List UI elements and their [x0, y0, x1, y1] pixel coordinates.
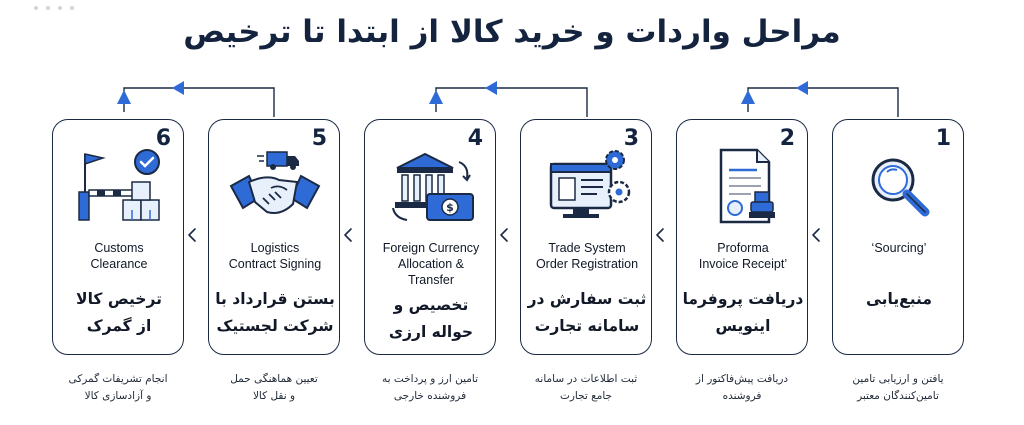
top-arrow-1-2 — [741, 81, 899, 117]
top-arrow-3-4 — [429, 81, 588, 117]
step-number: 1 — [935, 126, 951, 151]
step-card-1: 1 ‘Sourcing’ منبع‌یابی — [832, 119, 964, 355]
step-number: 3 — [623, 126, 639, 151]
bank-money-icon: $ — [392, 152, 474, 221]
svg-text:$: $ — [446, 201, 454, 214]
window-dots — [34, 6, 74, 10]
step-number: 6 — [155, 126, 171, 151]
page-title: مراحل واردات و خرید کالا از ابتدا تا ترخ… — [183, 14, 841, 50]
invoice-document-icon — [719, 148, 775, 224]
chevron-left-icon — [812, 228, 820, 242]
step-number: 4 — [467, 126, 483, 151]
magnifier-icon — [871, 158, 930, 217]
step-number: 5 — [311, 126, 327, 151]
chevron-left-icon — [344, 228, 352, 242]
step-number: 2 — [779, 126, 795, 151]
computer-gears-icon — [549, 150, 631, 218]
step-en-label: ‘Sourcing’ — [871, 241, 927, 255]
customs-barrier-icon — [78, 149, 160, 221]
chevron-left-icon — [656, 228, 664, 242]
chevron-left-icon — [500, 228, 508, 242]
handshake-truck-icon — [229, 151, 321, 214]
step-fa-label: منبع‌یابی — [866, 290, 932, 308]
chevron-left-icon — [188, 228, 196, 242]
top-arrow-5-6 — [117, 81, 275, 117]
